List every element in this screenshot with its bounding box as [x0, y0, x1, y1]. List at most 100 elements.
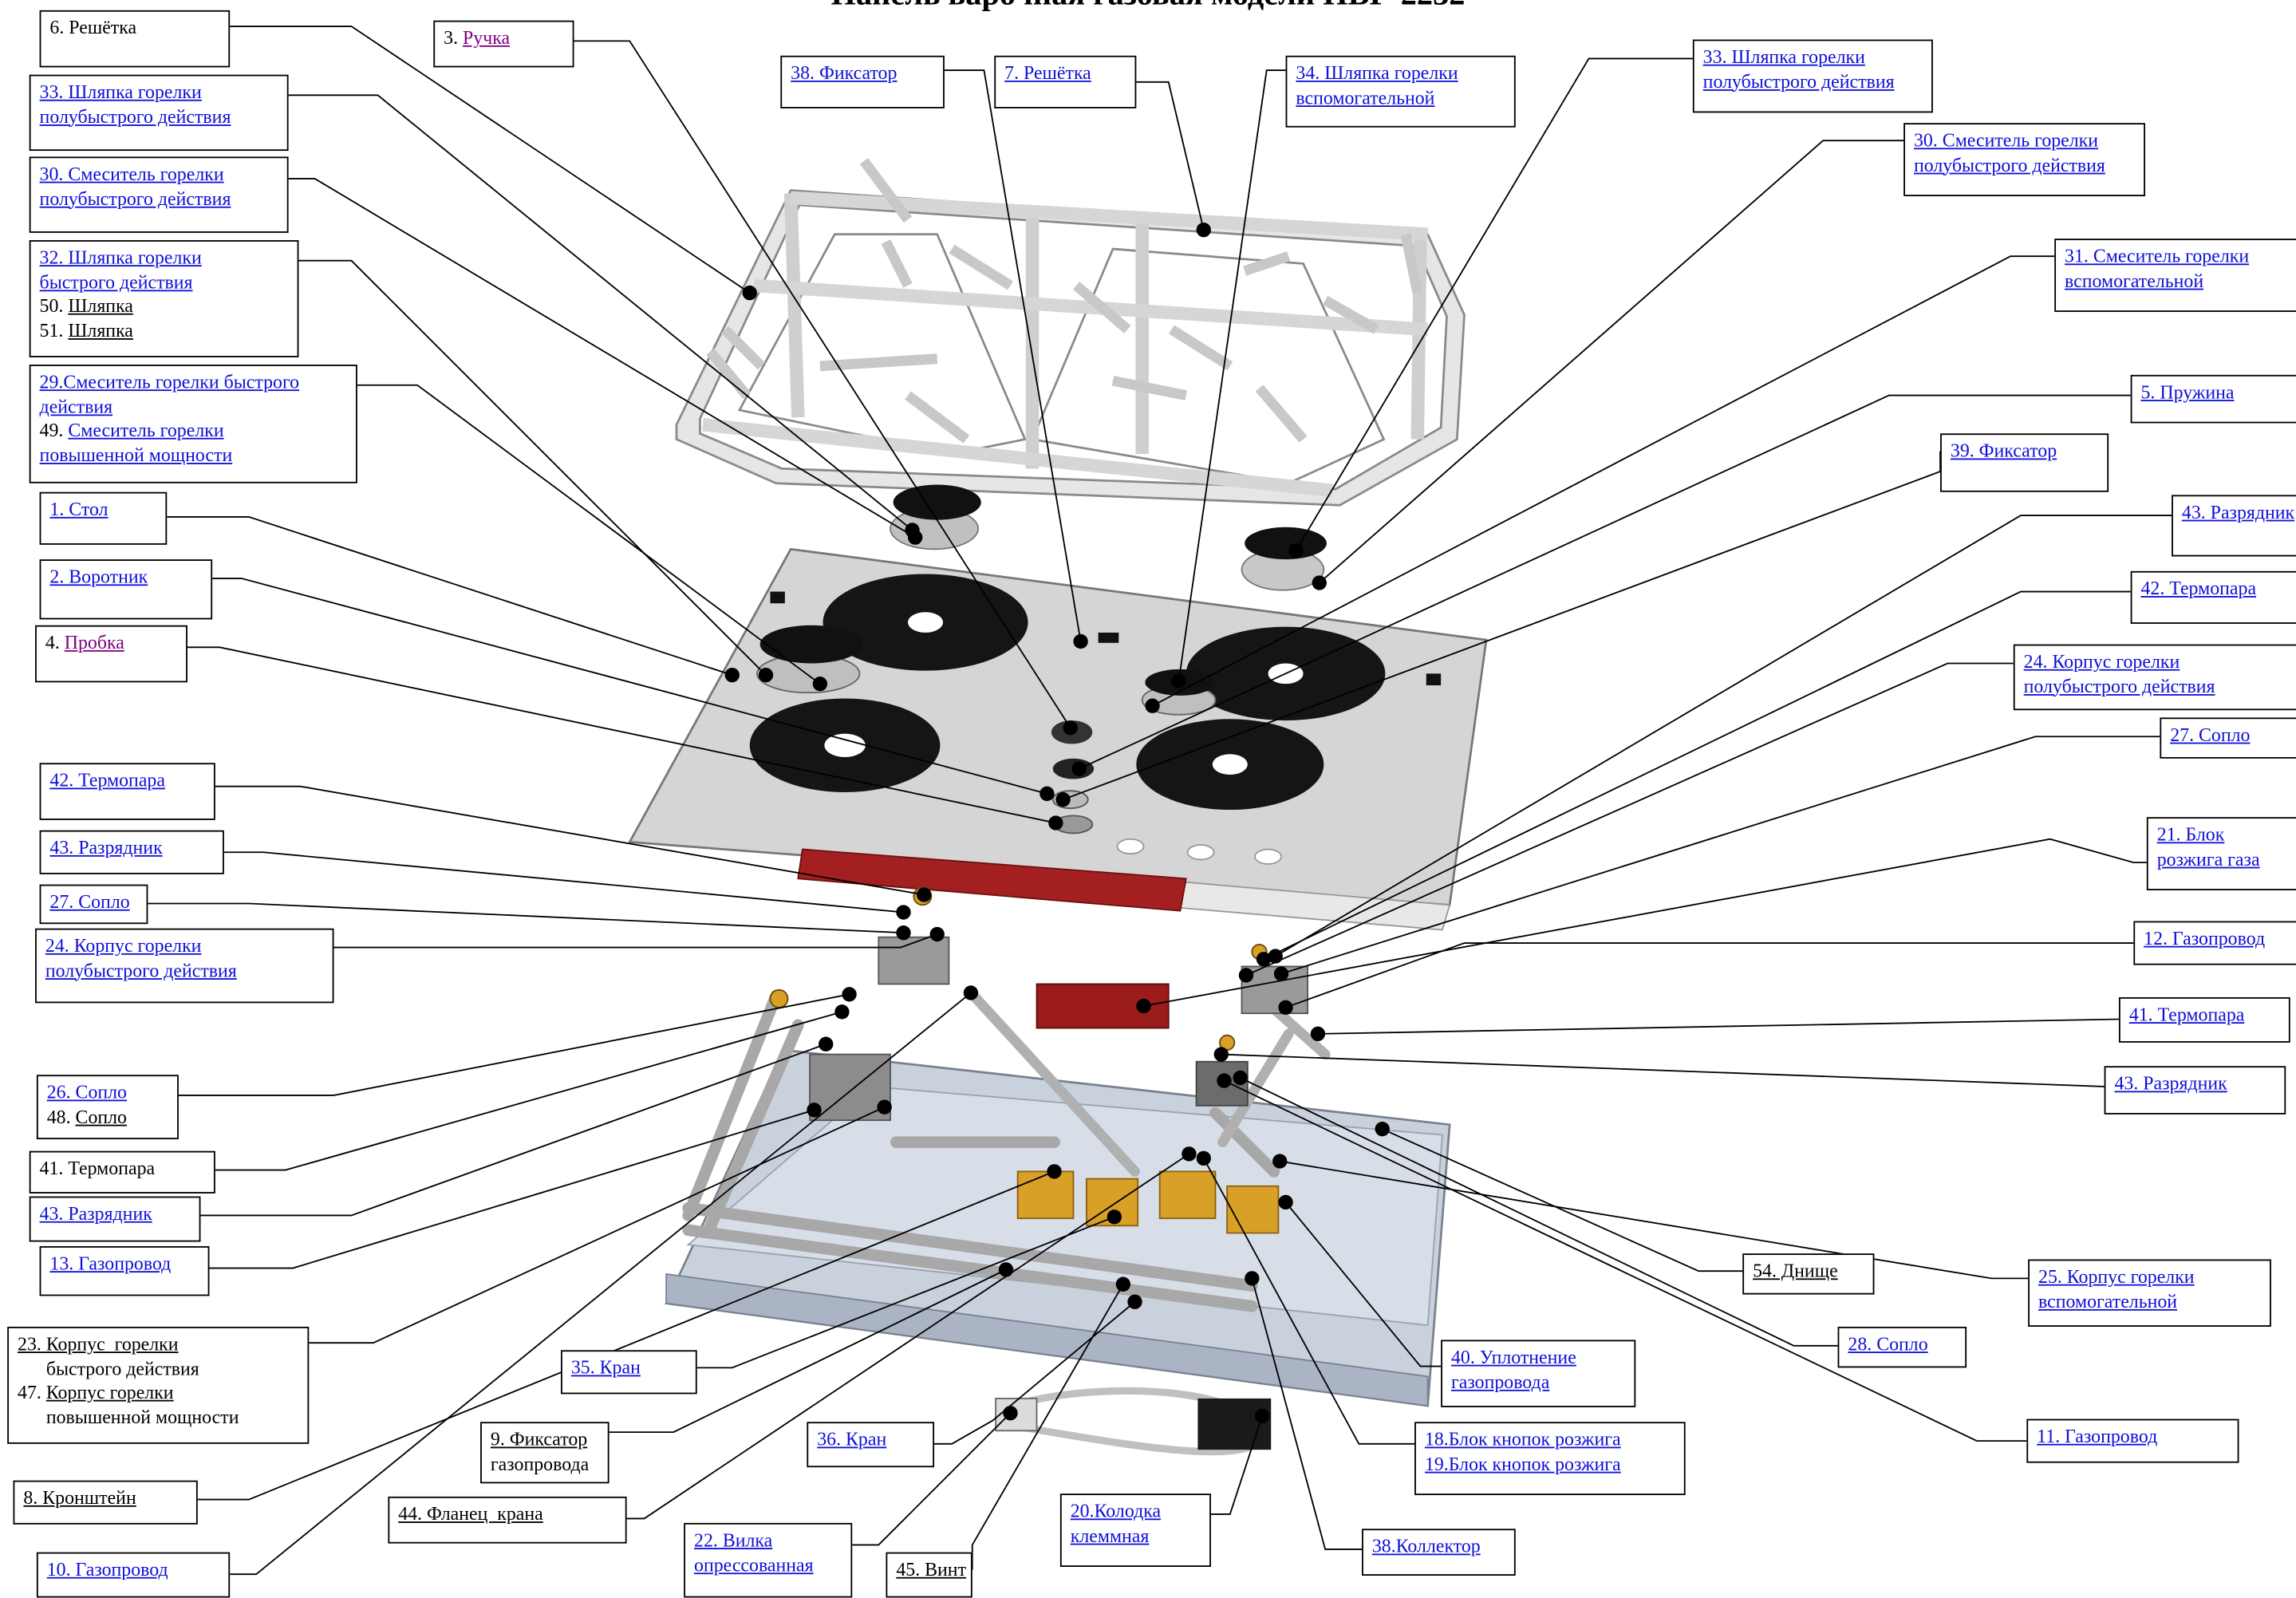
label-39-fiksator[interactable]: 39. Фиксатор	[1940, 433, 2109, 492]
part-link[interactable]: газопровода	[1450, 1370, 1550, 1392]
part-link[interactable]: 21. Блок	[2156, 823, 2225, 846]
part-link[interactable]: Пробка	[64, 631, 124, 653]
part-link[interactable]: 33. Шляпка горелки	[1702, 45, 1865, 68]
part-link[interactable]: повышенной мощности	[39, 443, 233, 465]
part-link[interactable]: 33. Шляпка горелки	[39, 80, 202, 103]
label-13-gazoprovod[interactable]: 13. Газопровод	[39, 1246, 210, 1296]
label-10-gazoprovod[interactable]: 10. Газопровод	[36, 1552, 231, 1598]
label-43-razryadnik-left-top[interactable]: 43. Разрядник	[39, 830, 224, 874]
part-link[interactable]: опрессованная	[694, 1553, 814, 1576]
label-7-reshetka[interactable]: 7. Решётка	[994, 55, 1137, 109]
part-link[interactable]: 22. Вилка	[694, 1529, 773, 1551]
part-link[interactable]: быстрого действия	[39, 270, 193, 293]
part-link[interactable]: 28. Сопло	[1848, 1332, 1928, 1355]
part-link[interactable]: полубыстрого действия	[2023, 674, 2215, 696]
part-link[interactable]: полубыстрого действия	[1702, 69, 1895, 92]
label-43-razryadnik-top[interactable]: 43. Разрядник	[2172, 495, 2296, 557]
part-link[interactable]: вспомогательной	[2038, 1289, 2178, 1312]
part-link[interactable]: 29.Смеситель горелки быстрого	[39, 370, 300, 393]
label-2-vorotnik[interactable]: 2. Воротник	[39, 559, 213, 620]
part-link[interactable]: 34. Шляпка горелки	[1296, 61, 1458, 84]
label-42-termopara-top[interactable]: 42. Термопара	[2130, 570, 2296, 624]
label-41-termopara-right[interactable]: 41. Термопара	[2118, 996, 2290, 1043]
part-link[interactable]: 24. Корпус горелки	[45, 934, 202, 957]
part-link[interactable]: действия	[39, 394, 113, 417]
label-12-gazoprovod[interactable]: 12. Газопровод	[2133, 921, 2296, 965]
part-link[interactable]: 43. Разрядник	[2181, 500, 2295, 523]
part-link[interactable]: 41. Термопара	[2128, 1003, 2245, 1025]
label-5-pruzhina[interactable]: 5. Пружина	[2130, 374, 2296, 424]
label-27-soplo-right[interactable]: 27. Сопло	[2160, 717, 2296, 759]
part-link[interactable]: 13. Газопровод	[49, 1252, 172, 1274]
part-link[interactable]: вспомогательной	[1296, 85, 1435, 108]
part-link[interactable]: 32. Шляпка горелки	[39, 246, 202, 268]
part-link[interactable]: 43. Разрядник	[49, 836, 163, 858]
part-link[interactable]: 12. Газопровод	[2144, 926, 2266, 949]
label-38-fiksator[interactable]: 38. Фиксатор	[780, 55, 945, 109]
part-link[interactable]: 31. Смеситель горелки	[2065, 244, 2250, 267]
part-link[interactable]: 38.Коллектор	[1371, 1534, 1481, 1557]
label-35-kran[interactable]: 35. Кран	[560, 1350, 697, 1395]
part-link[interactable]: 43. Разрядник	[2114, 1071, 2227, 1095]
part-link[interactable]: клеммная	[1070, 1523, 1150, 1546]
part-link[interactable]: 2. Воротник	[49, 565, 148, 588]
label-36-kran[interactable]: 36. Кран	[807, 1422, 935, 1468]
label-43-razryadnik-right[interactable]: 43. Разрядник	[2104, 1066, 2286, 1115]
part-link[interactable]: полубыстрого действия	[45, 958, 237, 981]
part-link[interactable]: 7. Решётка	[1004, 61, 1091, 84]
label-42-termopara-left[interactable]: 42. Термопара	[39, 763, 215, 820]
part-link[interactable]: Смеситель горелки	[68, 418, 224, 441]
part-link[interactable]: 42. Термопара	[2140, 577, 2257, 599]
part-link[interactable]: 40. Уплотнение	[1450, 1345, 1576, 1368]
label-43-razryadnik-left[interactable]: 43. Разрядник	[29, 1196, 201, 1242]
part-link[interactable]: 20.Колодка	[1070, 1499, 1162, 1522]
part-link[interactable]: вспомогательной	[2065, 268, 2204, 291]
label-4-probka[interactable]: 4. Пробка	[35, 625, 187, 683]
part-link[interactable]: 19.Блок кнопок розжига	[1424, 1451, 1621, 1474]
label-1-stol[interactable]: 1. Стол	[39, 491, 168, 545]
part-link[interactable]: полубыстрого действия	[1913, 152, 2105, 176]
label-28-soplo[interactable]: 28. Сопло	[1837, 1326, 1967, 1368]
label-3-ruchka[interactable]: 3. Ручка	[433, 20, 574, 68]
label-27-soplo-left[interactable]: 27. Сопло	[39, 884, 148, 925]
part-link[interactable]: 25. Корпус горелки	[2038, 1265, 2195, 1288]
part-link[interactable]: 10. Газопровод	[46, 1557, 168, 1580]
part-link[interactable]: 18.Блок кнопок розжига	[1424, 1427, 1621, 1450]
part-link[interactable]: 39. Фиксатор	[1950, 439, 2057, 462]
part-link[interactable]: 38. Фиксатор	[791, 61, 897, 84]
part-link[interactable]: 27. Сопло	[49, 890, 130, 913]
part-link[interactable]: 35. Кран	[570, 1355, 641, 1379]
label-11-gazoprovod[interactable]: 11. Газопровод	[2026, 1418, 2239, 1463]
label-38-kollektor[interactable]: 38.Коллектор	[1362, 1529, 1516, 1576]
part-link[interactable]: Ручка	[463, 26, 511, 49]
part-link[interactable]: 1. Стол	[49, 498, 108, 520]
part-link[interactable]: 11. Газопровод	[2037, 1424, 2158, 1447]
part-link[interactable]: 5. Пружина	[2140, 381, 2235, 403]
part-link[interactable]: розжига газа	[2156, 846, 2260, 870]
part-link[interactable]: 36. Кран	[817, 1427, 887, 1450]
part-link[interactable]: 27. Сопло	[2170, 723, 2251, 746]
part-link[interactable]: 43. Разрядник	[39, 1201, 152, 1225]
part-link[interactable]: 30. Смеситель горелки	[1913, 128, 2099, 152]
part-link[interactable]: полубыстрого действия	[39, 105, 231, 127]
part-link[interactable]: 26. Сопло	[46, 1080, 128, 1103]
part-link[interactable]: 30. Смеситель горелки	[39, 162, 224, 185]
part-link[interactable]: полубыстрого действия	[39, 187, 231, 209]
